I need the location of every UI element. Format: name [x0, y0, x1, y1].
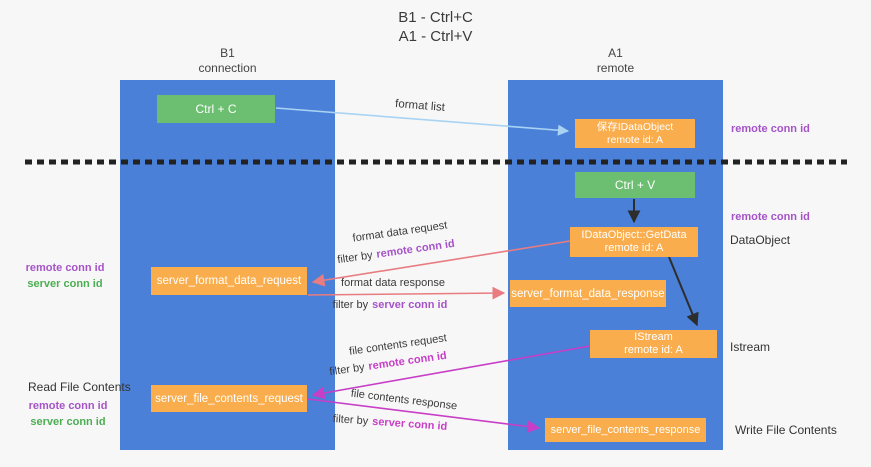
title-line-2: A1 - Ctrl+V	[398, 28, 473, 45]
note-dataobject: DataObject	[730, 233, 791, 247]
arrow-file-contents-request	[311, 345, 591, 400]
label-format-data-response: format data response	[341, 277, 445, 289]
note-write-file-contents: Write File Contents	[735, 423, 837, 437]
node-server-format-data-request: server_format_data_request	[151, 267, 307, 295]
save-dataobject-line1: 保存IDataObject	[596, 120, 674, 133]
save-dataobject-line2: remote id: A	[606, 133, 664, 146]
note-block-format-conn-ids: remote conn id server conn id	[15, 260, 115, 292]
note-left-remote-conn-id-2: remote conn id	[28, 400, 108, 412]
note-istream: Istream	[730, 340, 771, 354]
arrow-getdata-to-istream	[668, 256, 699, 327]
note-left-server-conn-id-1: server conn id	[27, 278, 103, 290]
istream-line1: IStream	[634, 330, 673, 343]
arrow-format-data-response	[307, 286, 506, 300]
node-istream: IStream remote id: A	[590, 330, 717, 358]
note-remote-conn-id-top: remote conn id	[731, 123, 810, 135]
istream-line2: remote id: A	[624, 344, 683, 356]
format-request-label: server_format_data_request	[156, 275, 302, 287]
arrow-format-data-request	[311, 240, 571, 287]
lane-a1-subtitle: remote	[596, 61, 635, 75]
lane-header-b1: B1 connection	[120, 46, 335, 76]
note-read-file-contents: Read File Contents	[28, 380, 131, 394]
lane-a1-title: A1	[608, 46, 623, 60]
node-ctrl-v: Ctrl + V	[575, 172, 695, 198]
ctrl-v-label: Ctrl + V	[614, 178, 656, 192]
node-idataobject-getdata: IDataObject::GetData remote id: A	[570, 227, 698, 257]
arrow-file-contents-response	[307, 398, 541, 433]
ctrl-c-label: Ctrl + C	[195, 102, 237, 116]
node-ctrl-c: Ctrl + C	[157, 95, 275, 123]
node-server-file-contents-request: server_file_contents_request	[151, 385, 307, 412]
node-save-dataobject: 保存IDataObject remote id: A	[575, 119, 695, 148]
title-line-1: B1 - Ctrl+C	[398, 9, 473, 26]
getdata-line1: IDataObject::GetData	[581, 228, 687, 241]
lane-b1-subtitle: connection	[198, 61, 257, 75]
note-remote-conn-id-mid: remote conn id	[731, 211, 810, 223]
filter-prefix: filter by	[332, 413, 369, 428]
note-block-file-conn-ids: remote conn id server conn id	[18, 398, 118, 430]
file-request-label: server_file_contents_request	[155, 392, 303, 405]
note-left-server-conn-id-2: server conn id	[30, 416, 106, 428]
node-server-file-contents-response: server_file_contents_response	[545, 418, 706, 442]
note-left-remote-conn-id-1: remote conn id	[25, 262, 105, 274]
getdata-line2: remote id: A	[604, 242, 664, 254]
lane-header-a1: A1 remote	[508, 46, 723, 76]
arrow-format-list	[275, 107, 570, 136]
node-server-format-data-response: server_format_data_response	[510, 280, 666, 307]
filter-server-conn-id: server conn id	[372, 299, 448, 311]
format-response-label: server_format_data_response	[511, 287, 665, 300]
filter-prefix: filter by	[332, 299, 369, 311]
lane-b1-title: B1	[220, 46, 235, 60]
file-response-label: server_file_contents_response	[550, 424, 701, 436]
diagram-title: B1 - Ctrl+C A1 - Ctrl+V	[0, 8, 871, 46]
